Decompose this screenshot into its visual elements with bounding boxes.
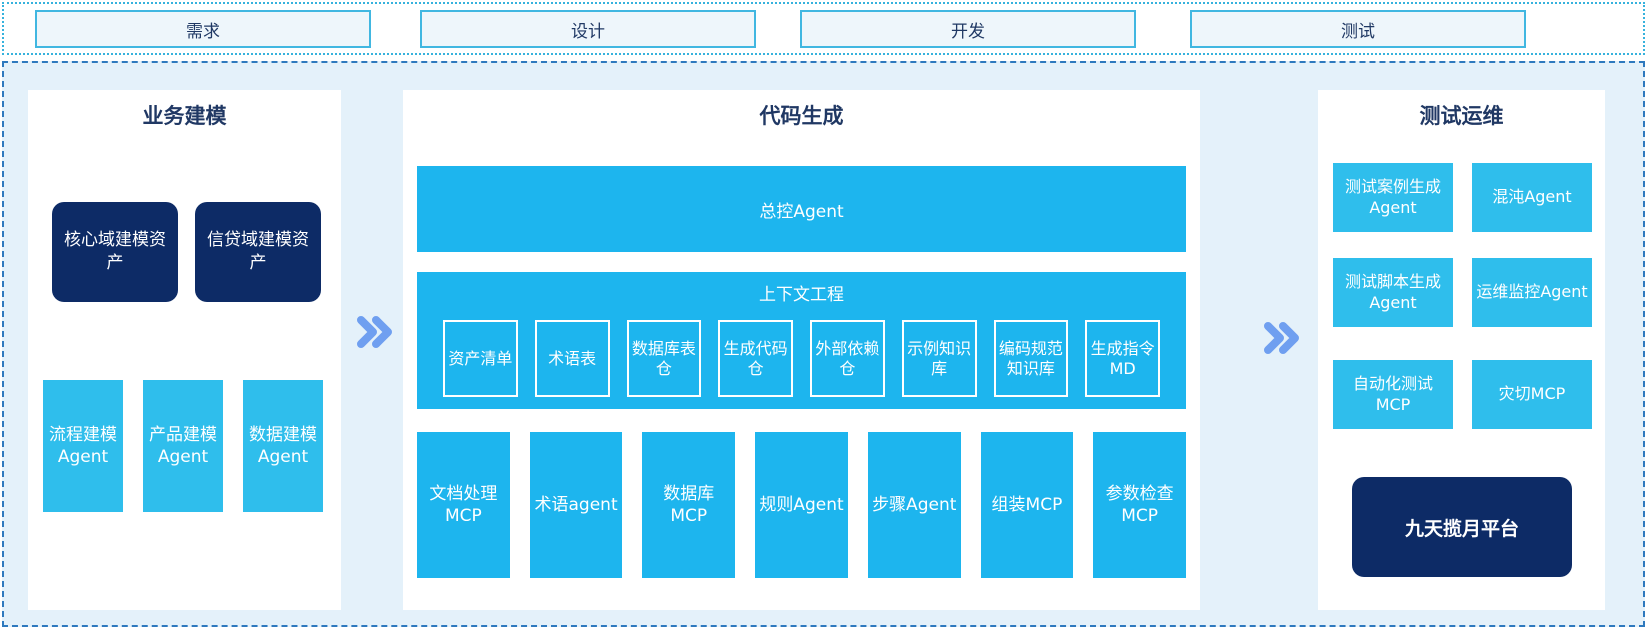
jiutian-lanyue-platform-box: 九天揽月平台: [1352, 477, 1572, 577]
document-processing-mcp-box: 文档处理MCP: [417, 432, 510, 578]
phase-strip: 需求 设计 开发 测试: [2, 2, 1645, 55]
panel-code-generation: 代码生成 总控Agent 上下文工程 资产清单 术语表 数据库表仓 生成代码仓 …: [403, 90, 1200, 610]
code-generation-agents-row: 文档处理MCP 术语agent 数据库MCP 规则Agent 步骤Agent 组…: [417, 432, 1187, 578]
double-chevron-right-icon: [357, 316, 392, 348]
master-control-agent-bar: 总控Agent: [417, 166, 1186, 252]
chaos-agent-box: 混沌Agent: [1472, 163, 1592, 232]
panel-business-modeling: 业务建模 核心域建模资产 信贷域建模资产 流程建模Agent 产品建模Agent…: [28, 90, 341, 610]
ops-monitoring-agent-box: 运维监控Agent: [1472, 258, 1592, 327]
disaster-switch-mcp-box: 灾切MCP: [1472, 360, 1592, 429]
assembly-mcp-box: 组装MCP: [980, 432, 1074, 578]
phase-box-design: 设计: [420, 10, 756, 48]
phase-box-testing: 测试: [1190, 10, 1526, 48]
external-dependency-repo-box: 外部依赖仓: [810, 320, 885, 397]
asset-list-box: 资产清单: [443, 320, 518, 397]
double-chevron-right-icon: [1264, 322, 1299, 354]
panel-test-operations: 测试运维 测试案例生成Agent 混沌Agent 测试脚本生成Agent 运维监…: [1318, 90, 1605, 610]
database-mcp-box: 数据库MCP: [642, 432, 736, 578]
product-modeling-agent-box: 产品建模Agent: [143, 380, 223, 512]
example-knowledge-base-box: 示例知识库: [901, 320, 977, 397]
glossary-box: 术语表: [534, 320, 610, 397]
context-engineering-title: 上下文工程: [759, 285, 844, 305]
coding-standard-knowledge-base-box: 编码规范知识库: [993, 320, 1069, 397]
phase-box-development: 开发: [800, 10, 1136, 48]
main-container: 业务建模 核心域建模资产 信贷域建模资产 流程建模Agent 产品建模Agent…: [2, 61, 1645, 627]
context-engineering-section: 上下文工程 资产清单 术语表 数据库表仓 生成代码仓 外部依赖仓 示例知识库 编…: [417, 272, 1186, 409]
generated-code-repo-box: 生成代码仓: [718, 320, 793, 397]
database-table-repo-box: 数据库表仓: [626, 320, 702, 397]
generation-instruction-md-box: 生成指令MD: [1085, 320, 1160, 397]
parameter-check-mcp-box: 参数检查MCP: [1093, 432, 1187, 578]
core-domain-modeling-assets-box: 核心域建模资产: [52, 202, 178, 302]
rule-agent-box: 规则Agent: [755, 432, 848, 578]
context-items-row: 资产清单 术语表 数据库表仓 生成代码仓 外部依赖仓 示例知识库 编码规范知识库…: [443, 320, 1160, 397]
test-case-generation-agent-box: 测试案例生成Agent: [1333, 163, 1453, 232]
phase-box-requirements: 需求: [35, 10, 371, 48]
code-generation-title: 代码生成: [759, 104, 844, 128]
automated-testing-mcp-box: 自动化测试MCP: [1333, 360, 1453, 429]
business-modeling-title: 业务建模: [142, 104, 227, 128]
step-agent-box: 步骤Agent: [867, 432, 961, 578]
test-script-generation-agent-box: 测试脚本生成Agent: [1333, 258, 1453, 327]
process-modeling-agent-box: 流程建模Agent: [43, 380, 123, 512]
terminology-agent-box: 术语agent: [529, 432, 623, 578]
credit-domain-modeling-assets-box: 信贷域建模资产: [195, 202, 321, 302]
test-operations-title: 测试运维: [1419, 104, 1504, 128]
data-modeling-agent-box: 数据建模Agent: [243, 380, 323, 512]
